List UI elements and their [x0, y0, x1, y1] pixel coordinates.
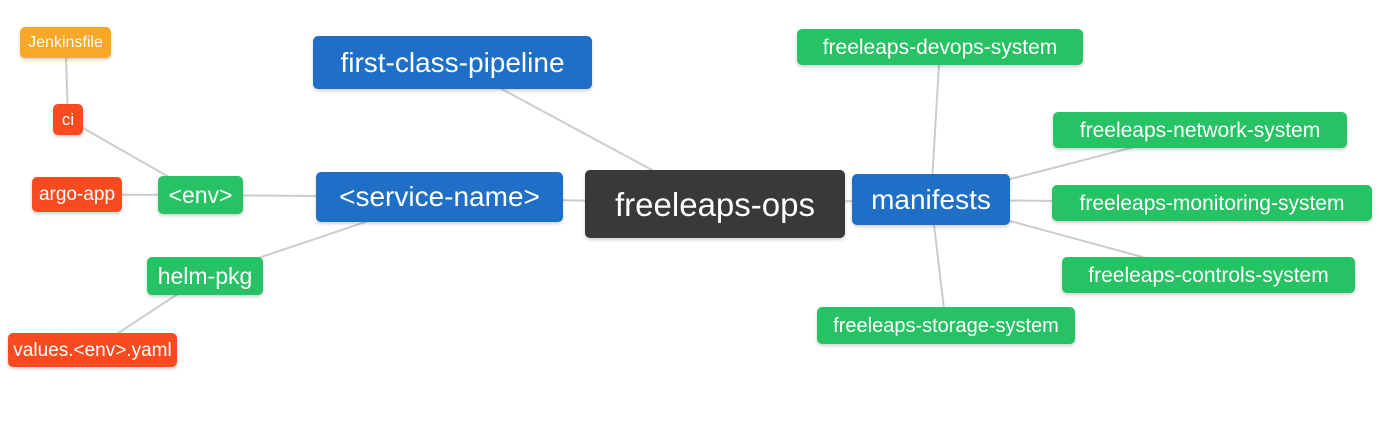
node-values-env-yaml[interactable]: values.<env>.yaml	[8, 333, 177, 367]
node-label: freeleaps-monitoring-system	[1079, 191, 1345, 215]
node-jenkinsfile[interactable]: Jenkinsfile	[20, 27, 111, 58]
node-label: ci	[61, 110, 75, 129]
node-label: Jenkinsfile	[28, 33, 103, 51]
node-label: freeleaps-controls-system	[1088, 263, 1329, 287]
node-label: manifests	[871, 183, 991, 215]
node-label: first-class-pipeline	[340, 46, 565, 78]
node-freeleaps-devops-system[interactable]: freeleaps-devops-system	[797, 29, 1083, 65]
node-label: helm-pkg	[157, 262, 253, 289]
node-env[interactable]: <env>	[158, 176, 243, 214]
node-freeleaps-network-system[interactable]: freeleaps-network-system	[1053, 112, 1347, 148]
node-freeleaps-ops[interactable]: freeleaps-ops	[585, 170, 845, 238]
node-freeleaps-controls-system[interactable]: freeleaps-controls-system	[1062, 257, 1355, 293]
node-first-class-pipeline[interactable]: first-class-pipeline	[313, 36, 592, 89]
node-label: <env>	[168, 181, 233, 208]
node-helm-pkg[interactable]: helm-pkg	[147, 257, 263, 295]
node-manifests[interactable]: manifests	[852, 174, 1010, 225]
node-label: freeleaps-devops-system	[822, 35, 1058, 59]
node-label: freeleaps-ops	[615, 185, 815, 223]
node-freeleaps-monitoring-system[interactable]: freeleaps-monitoring-system	[1052, 185, 1372, 221]
node-ci[interactable]: ci	[53, 104, 83, 135]
node-label: argo-app	[38, 184, 116, 205]
node-label: <service-name>	[339, 181, 540, 212]
node-label: freeleaps-network-system	[1079, 118, 1321, 142]
node-argo-app[interactable]: argo-app	[32, 177, 122, 212]
node-label: values.<env>.yaml	[13, 339, 172, 361]
node-service-name[interactable]: <service-name>	[316, 172, 563, 222]
node-freeleaps-storage-system[interactable]: freeleaps-storage-system	[817, 307, 1075, 344]
node-label: freeleaps-storage-system	[833, 314, 1059, 337]
